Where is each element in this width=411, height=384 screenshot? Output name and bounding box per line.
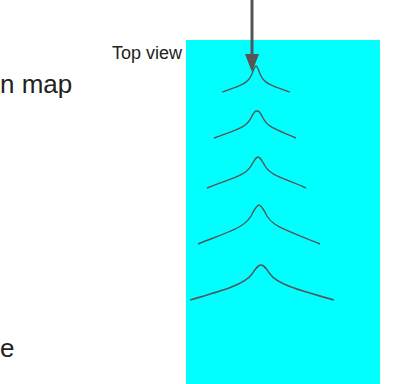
- view-label: Top view: [112, 43, 182, 64]
- wave-crest: [190, 265, 334, 300]
- view-arrow: [251, 0, 254, 56]
- water-surface: [186, 40, 380, 384]
- wave-crest: [207, 157, 306, 188]
- view-arrowhead: [245, 54, 259, 72]
- wave-crest: [222, 66, 290, 92]
- slide-text: e: [0, 334, 14, 364]
- slide-text: n map: [0, 70, 72, 100]
- wave-crests: [190, 66, 334, 300]
- wave-crest: [214, 111, 296, 138]
- wave-crest: [198, 205, 320, 244]
